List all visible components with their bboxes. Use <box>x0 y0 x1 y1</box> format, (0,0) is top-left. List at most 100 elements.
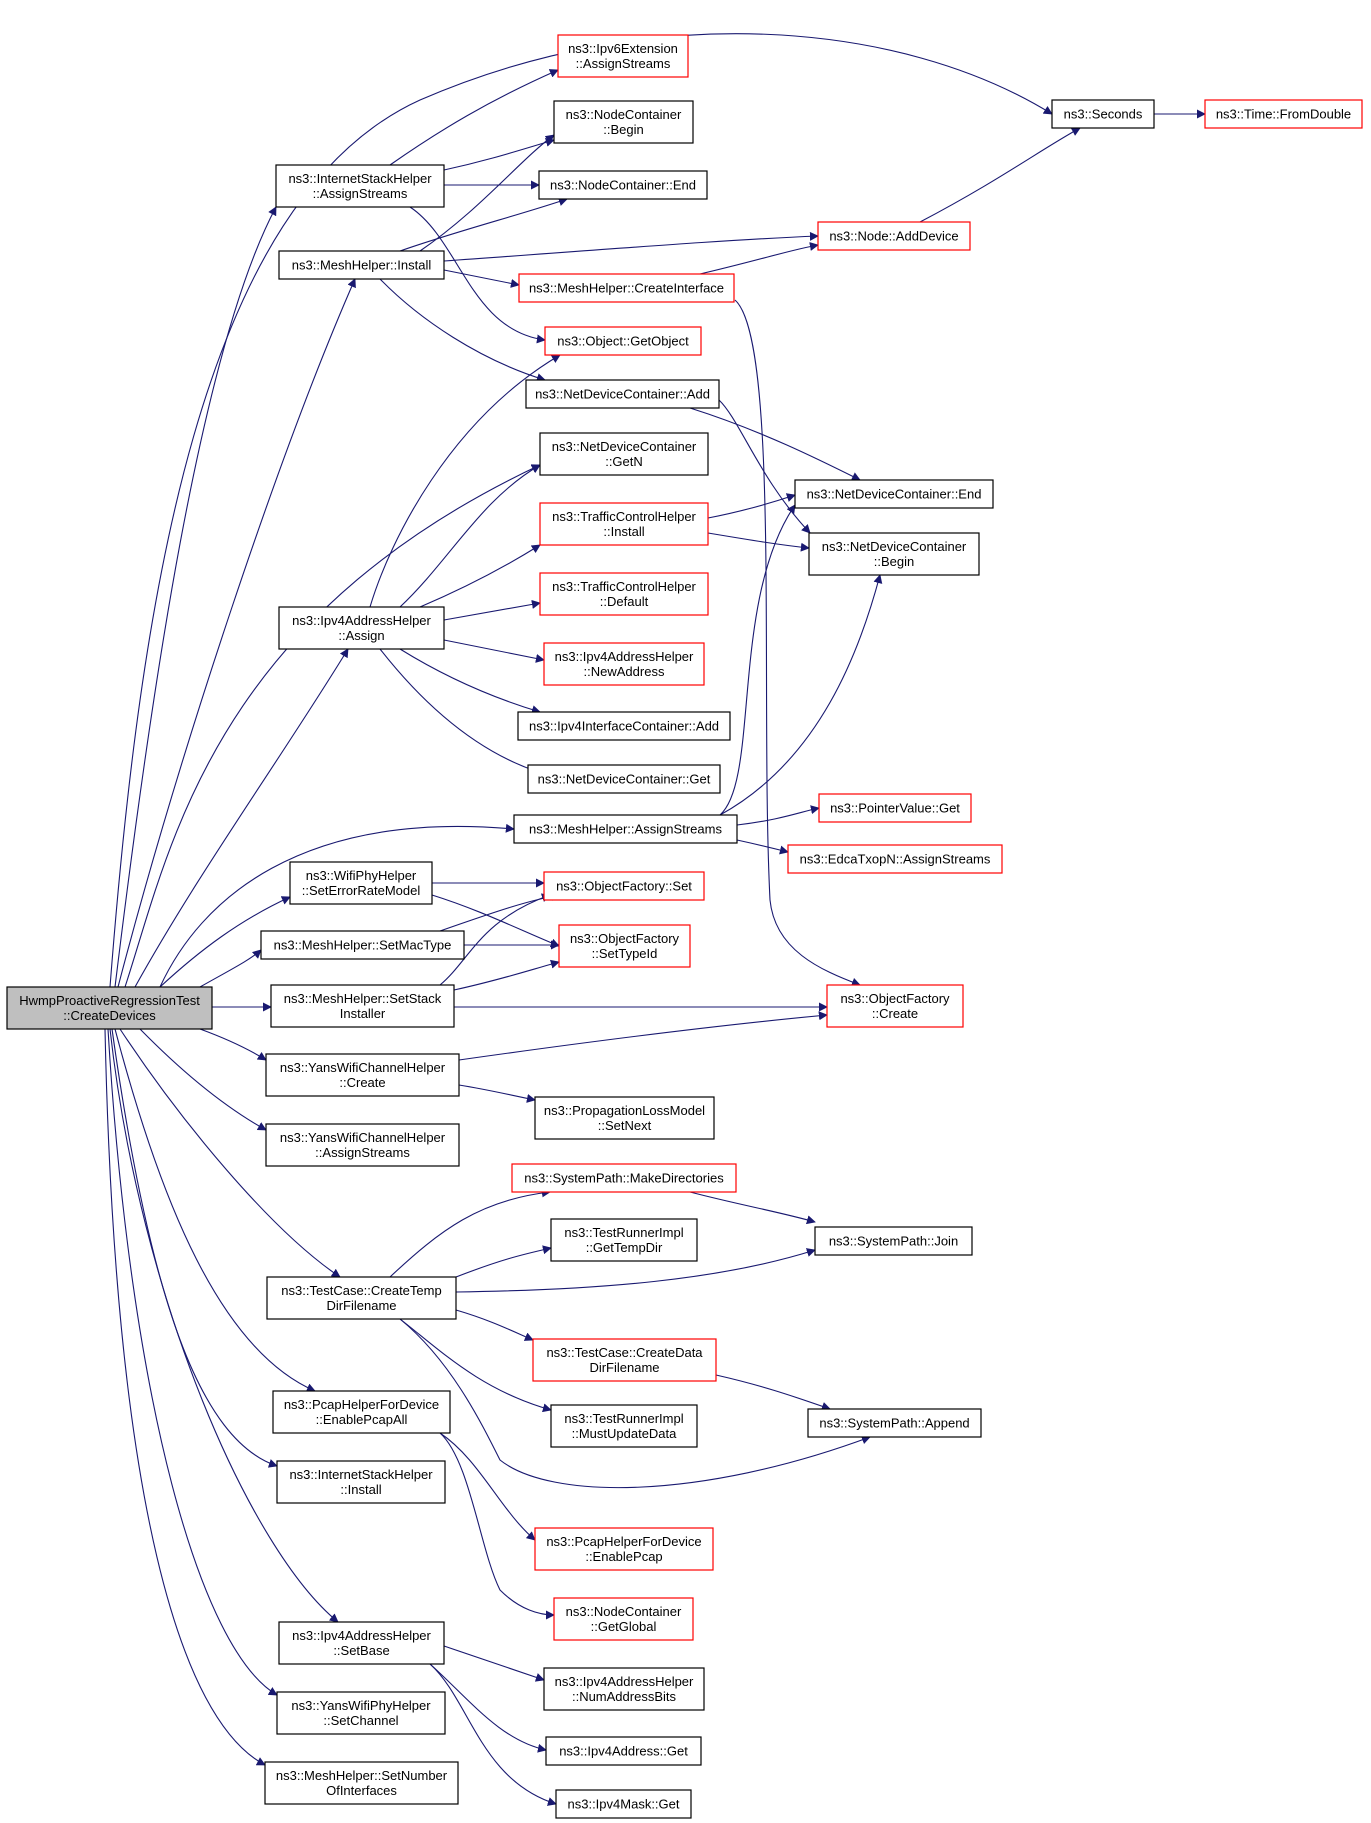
node-ipv4ic-add[interactable]: ns3::Ipv4InterfaceContainer::Add <box>517 711 731 741</box>
node-phfd-enable[interactable]: ns3::PcapHelperForDevice::EnablePcap <box>534 1527 714 1571</box>
node-sp-append[interactable]: ns3::SystemPath::Append <box>807 1408 982 1438</box>
node-ndc-end[interactable]: ns3::NetDeviceContainer::End <box>794 479 994 509</box>
node-box[interactable] <box>513 814 738 844</box>
node-ywch-create[interactable]: ns3::YansWifiChannelHelper::Create <box>265 1053 460 1097</box>
node-ywph-setchan[interactable]: ns3::YansWifiPhyHelper::SetChannel <box>276 1691 446 1735</box>
node-sp-join[interactable]: ns3::SystemPath::Join <box>814 1226 973 1256</box>
node-box[interactable] <box>534 1527 714 1571</box>
node-nc-end[interactable]: ns3::NodeContainer::End <box>538 170 708 200</box>
node-box[interactable] <box>543 871 705 901</box>
node-box[interactable] <box>553 1597 694 1641</box>
node-box[interactable] <box>538 170 708 200</box>
node-box[interactable] <box>534 1096 715 1140</box>
node-box[interactable] <box>543 642 705 686</box>
node-of-create[interactable]: ns3::ObjectFactory::Create <box>826 984 964 1028</box>
node-time-fromdouble[interactable]: ns3::Time::FromDouble <box>1204 99 1363 129</box>
node-tri-gettemp[interactable]: ns3::TestRunnerImpl::GetTempDir <box>550 1218 698 1262</box>
node-box[interactable] <box>260 930 465 960</box>
node-of-set[interactable]: ns3::ObjectFactory::Set <box>543 871 705 901</box>
node-tch-default[interactable]: ns3::TrafficControlHelper::Default <box>539 572 709 616</box>
node-box[interactable] <box>278 606 445 650</box>
node-box[interactable] <box>794 479 994 509</box>
node-nc-getglobal[interactable]: ns3::NodeContainer::GetGlobal <box>553 1597 694 1641</box>
node-of-settypeid[interactable]: ns3::ObjectFactory::SetTypeId <box>558 924 691 968</box>
node-edca-assign[interactable]: ns3::EdcaTxopN::AssignStreams <box>787 844 1003 874</box>
node-box[interactable] <box>543 1667 705 1711</box>
node-pv-get[interactable]: ns3::PointerValue::Get <box>818 793 972 823</box>
node-mh-assignstreams[interactable]: ns3::MeshHelper::AssignStreams <box>513 814 738 844</box>
node-phfd-enableall[interactable]: ns3::PcapHelperForDevice::EnablePcapAll <box>272 1390 451 1434</box>
node-ipv4ah-newaddr[interactable]: ns3::Ipv4AddressHelper::NewAddress <box>543 642 705 686</box>
node-box[interactable] <box>550 1404 698 1448</box>
node-box[interactable] <box>264 1761 459 1805</box>
node-box[interactable] <box>517 711 731 741</box>
node-box[interactable] <box>544 326 702 356</box>
node-ipv4ah-assign[interactable]: ns3::Ipv4AddressHelper::Assign <box>278 606 445 650</box>
node-box[interactable] <box>275 164 445 208</box>
node-sp-mkdirs[interactable]: ns3::SystemPath::MakeDirectories <box>511 1163 737 1193</box>
node-box[interactable] <box>270 984 455 1028</box>
node-mh-setmac[interactable]: ns3::MeshHelper::SetMacType <box>260 930 465 960</box>
node-box[interactable] <box>557 34 689 78</box>
node-box[interactable] <box>555 1789 692 1819</box>
node-box[interactable] <box>539 502 709 546</box>
node-wph-seterr[interactable]: ns3::WifiPhyHelper::SetErrorRateModel <box>289 861 433 905</box>
node-ipv6ext-assign[interactable]: ns3::Ipv6Extension::AssignStreams <box>557 34 689 78</box>
node-ndc-getn[interactable]: ns3::NetDeviceContainer::GetN <box>539 432 709 476</box>
node-box[interactable] <box>278 1621 445 1665</box>
node-ish-install[interactable]: ns3::InternetStackHelper::Install <box>276 1460 446 1504</box>
node-box[interactable] <box>1051 99 1155 129</box>
node-ndc-add[interactable]: ns3::NetDeviceContainer::Add <box>525 379 720 409</box>
node-ywch-assign[interactable]: ns3::YansWifiChannelHelper::AssignStream… <box>265 1123 460 1167</box>
node-box[interactable] <box>289 861 433 905</box>
node-box[interactable] <box>265 1053 460 1097</box>
node-box[interactable] <box>807 1408 982 1438</box>
node-box[interactable] <box>814 1226 973 1256</box>
node-box[interactable] <box>545 1736 702 1766</box>
node-box[interactable] <box>276 1460 446 1504</box>
node-root[interactable]: HwmpProactiveRegressionTest::CreateDevic… <box>6 986 213 1030</box>
node-ish-assign[interactable]: ns3::InternetStackHelper::AssignStreams <box>275 164 445 208</box>
node-box[interactable] <box>265 1123 460 1167</box>
node-box[interactable] <box>532 1338 717 1382</box>
node-box[interactable] <box>272 1390 451 1434</box>
node-box[interactable] <box>550 1218 698 1262</box>
node-box[interactable] <box>539 432 709 476</box>
node-obj-getobj[interactable]: ns3::Object::GetObject <box>544 326 702 356</box>
node-box[interactable] <box>511 1163 737 1193</box>
node-mh-install[interactable]: ns3::MeshHelper::Install <box>278 250 445 280</box>
node-ndc-get[interactable]: ns3::NetDeviceContainer::Get <box>527 764 721 794</box>
node-box[interactable] <box>558 924 691 968</box>
node-mh-createif[interactable]: ns3::MeshHelper::CreateInterface <box>518 273 735 303</box>
node-tch-install[interactable]: ns3::TrafficControlHelper::Install <box>539 502 709 546</box>
node-box[interactable] <box>276 1691 446 1735</box>
node-ipv4ah-numbits[interactable]: ns3::Ipv4AddressHelper::NumAddressBits <box>543 1667 705 1711</box>
node-box[interactable] <box>826 984 964 1028</box>
node-tri-mustupdate[interactable]: ns3::TestRunnerImpl::MustUpdateData <box>550 1404 698 1448</box>
node-box[interactable] <box>808 532 980 576</box>
node-box[interactable] <box>6 986 213 1030</box>
node-box[interactable] <box>1204 99 1363 129</box>
node-box[interactable] <box>518 273 735 303</box>
node-box[interactable] <box>553 100 694 144</box>
node-node-adddevice[interactable]: ns3::Node::AddDevice <box>817 221 971 251</box>
node-ipv4ah-setbase[interactable]: ns3::Ipv4AddressHelper::SetBase <box>278 1621 445 1665</box>
node-box[interactable] <box>266 1276 457 1320</box>
node-ipv4a-get[interactable]: ns3::Ipv4Address::Get <box>545 1736 702 1766</box>
node-ipv4m-get[interactable]: ns3::Ipv4Mask::Get <box>555 1789 692 1819</box>
node-box[interactable] <box>818 793 972 823</box>
node-plm-setnext[interactable]: ns3::PropagationLossModel::SetNext <box>534 1096 715 1140</box>
node-box[interactable] <box>527 764 721 794</box>
node-nc-begin[interactable]: ns3::NodeContainer::Begin <box>553 100 694 144</box>
node-box[interactable] <box>525 379 720 409</box>
node-box[interactable] <box>787 844 1003 874</box>
node-ndc-begin[interactable]: ns3::NetDeviceContainer::Begin <box>808 532 980 576</box>
node-box[interactable] <box>278 250 445 280</box>
node-seconds[interactable]: ns3::Seconds <box>1051 99 1155 129</box>
node-box[interactable] <box>817 221 971 251</box>
node-box[interactable] <box>539 572 709 616</box>
